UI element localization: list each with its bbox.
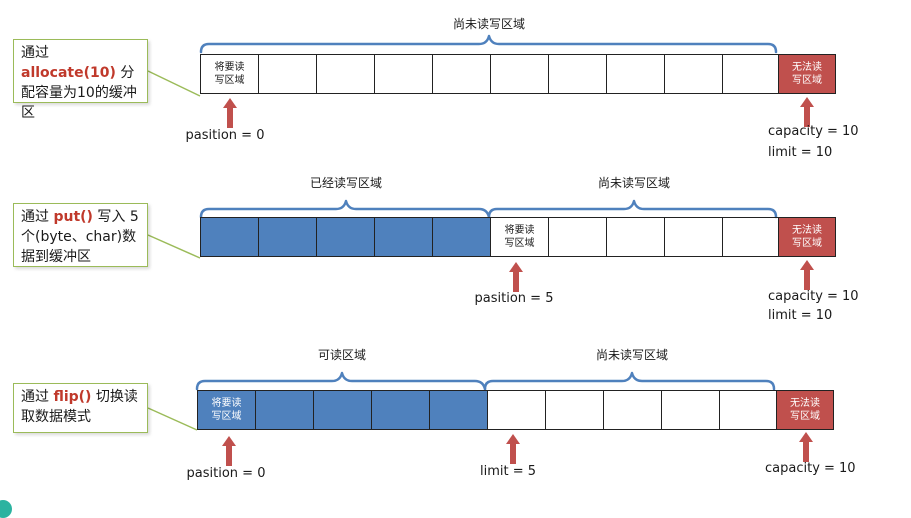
panel2-no-rw-cell: 无法读 写区域 <box>778 217 836 257</box>
panel1-position-label: pasition = 0 <box>185 128 265 143</box>
callout-flip-post: 切换读取数据模式 <box>21 389 138 425</box>
brace-panel1-unread <box>199 34 778 54</box>
panel3-limit-arrow <box>506 434 520 464</box>
panel1-cell-4 <box>375 55 433 93</box>
panel1-buffer: 将要读 写区域 <box>200 54 781 94</box>
panel3-limit-label: limit = 5 <box>479 464 537 479</box>
panel2-cell-10 <box>723 218 781 256</box>
callout-put-method: put() <box>53 209 93 225</box>
panel2-cell-4 <box>375 218 433 256</box>
panel1-cell-6 <box>491 55 549 93</box>
panel3-cell-8 <box>604 391 662 429</box>
panel2-unread-label: 尚未读写区域 <box>597 176 671 190</box>
panel1-cell-3 <box>317 55 375 93</box>
panel3-readable-label: 可读区域 <box>317 348 367 362</box>
panel1-position-arrow <box>223 98 237 128</box>
panel2-position-arrow <box>509 262 523 292</box>
panel2-cell-9 <box>665 218 723 256</box>
panel1-cell-7 <box>549 55 607 93</box>
brace-panel3-readable <box>195 371 487 391</box>
panel3-cell-9 <box>662 391 720 429</box>
callout-put-post: 写入 5 个(byte、char)数据到缓冲区 <box>21 209 139 265</box>
panel3-unread-label: 尚未读写区域 <box>595 348 669 362</box>
panel2-cell-5 <box>433 218 491 256</box>
panel2-cell-8 <box>607 218 665 256</box>
panel2-capacity-arrow <box>800 260 814 290</box>
callout-put: 通过 put() 写入 5 个(byte、char)数据到缓冲区 <box>13 203 148 267</box>
brace-panel3-unread <box>483 371 776 391</box>
panel1-no-rw-cell: 无法读 写区域 <box>778 54 836 94</box>
panel3-capacity-arrow <box>799 432 813 462</box>
panel3-position-label: pasition = 0 <box>186 466 266 481</box>
panel3-cell-3 <box>314 391 372 429</box>
callout-allocate-pre: 通过 <box>21 45 49 61</box>
panel3-position-arrow <box>222 436 236 466</box>
callout-flip-pre: 通过 <box>21 389 54 405</box>
panel1-capacity-label: capacity = 10 <box>768 124 859 139</box>
panel3-capacity-label: capacity = 10 <box>765 461 856 476</box>
callout-allocate: 通过 allocate(10) 分配容量为10的缓冲区 <box>13 39 148 121</box>
callout-flip-method: flip() <box>53 389 92 405</box>
panel2-written-label: 已经读写区域 <box>309 176 383 190</box>
brace-panel2-unread <box>487 199 778 219</box>
panel3-no-rw-cell: 无法读 写区域 <box>776 390 834 430</box>
panel2-cell-1 <box>201 218 259 256</box>
panel1-cell-10 <box>723 55 781 93</box>
callout3-connector <box>147 407 198 431</box>
panel3-cell-6 <box>488 391 546 429</box>
panel3-cell-7 <box>546 391 604 429</box>
panel2-cell-6: 将要读 写区域 <box>491 218 549 256</box>
panel1-unread-label: 尚未读写区域 <box>452 17 526 31</box>
panel2-cell-3 <box>317 218 375 256</box>
panel1-cell-8 <box>607 55 665 93</box>
brace-panel2-written <box>199 199 491 219</box>
panel3-cell-2 <box>256 391 314 429</box>
panel3-cell-4 <box>372 391 430 429</box>
panel3-buffer: 将要读 写区域 <box>197 390 778 430</box>
callout2-connector <box>147 234 201 259</box>
panel1-limit-label: limit = 10 <box>768 145 833 160</box>
panel3-cell-1: 将要读 写区域 <box>198 391 256 429</box>
panel3-cell-5 <box>430 391 488 429</box>
panel2-cell-7 <box>549 218 607 256</box>
panel1-cell-5 <box>433 55 491 93</box>
callout-put-pre: 通过 <box>21 209 54 225</box>
callout1-connector <box>147 70 201 97</box>
panel1-capacity-arrow <box>800 97 814 127</box>
corner-decoration <box>0 500 12 518</box>
panel1-cell-1: 将要读 写区域 <box>201 55 259 93</box>
panel3-cell-10 <box>720 391 778 429</box>
callout-flip: 通过 flip() 切换读取数据模式 <box>13 383 148 433</box>
callout-allocate-method: allocate(10) <box>21 65 116 81</box>
panel1-cell-9 <box>665 55 723 93</box>
panel2-buffer: 将要读 写区域 <box>200 217 781 257</box>
callout-allocate-post: 分配容量为10的缓冲区 <box>21 65 137 121</box>
panel2-capacity-label: capacity = 10 <box>768 289 859 304</box>
panel2-limit-label: limit = 10 <box>768 308 833 323</box>
panel2-position-label: pasition = 5 <box>474 291 554 306</box>
panel2-cell-2 <box>259 218 317 256</box>
panel1-cell-2 <box>259 55 317 93</box>
